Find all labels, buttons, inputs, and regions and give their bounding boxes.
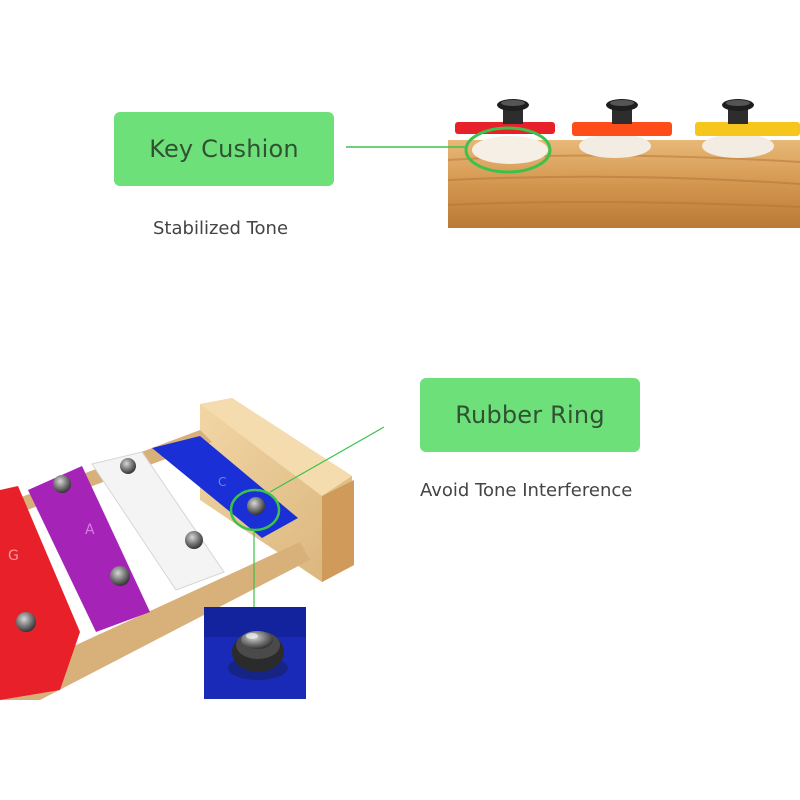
red-key	[0, 486, 80, 700]
xylophone-photo: G A C	[0, 398, 354, 700]
bar-letter-a: A	[85, 522, 95, 538]
yellow-key	[695, 122, 800, 136]
rubber-ring-label-text: Rubber Ring	[455, 401, 605, 429]
screw	[110, 566, 130, 586]
screw	[16, 612, 36, 632]
cushion	[702, 134, 774, 158]
screw	[120, 458, 136, 474]
white-key	[91, 451, 225, 591]
screw	[185, 531, 203, 549]
screw	[53, 475, 71, 493]
orange-key	[572, 122, 672, 136]
cushion	[579, 134, 651, 158]
cushion	[472, 136, 548, 164]
screw	[247, 497, 265, 515]
rubber-ring-caption: Avoid Tone Interference	[420, 480, 633, 501]
bar-letter-c: C	[218, 475, 226, 489]
rubber-ring-label: Rubber Ring	[420, 378, 640, 452]
key-cushion-photo	[447, 90, 800, 228]
wood-rail	[0, 542, 310, 700]
key-cushion-label: Key Cushion	[114, 112, 334, 186]
key-cushion-caption: Stabilized Tone	[153, 218, 289, 239]
rubber-ring-closeup	[204, 607, 306, 699]
highlight-circle	[464, 126, 552, 174]
key-cushion-label-text: Key Cushion	[149, 135, 299, 163]
purple-key	[28, 466, 150, 632]
screw	[497, 99, 529, 124]
leader-line	[269, 426, 385, 493]
screw	[722, 99, 754, 124]
highlight-circle	[229, 488, 281, 532]
screw	[606, 99, 638, 124]
wood-end-block	[200, 398, 354, 582]
bar-letter-g: G	[8, 548, 19, 564]
